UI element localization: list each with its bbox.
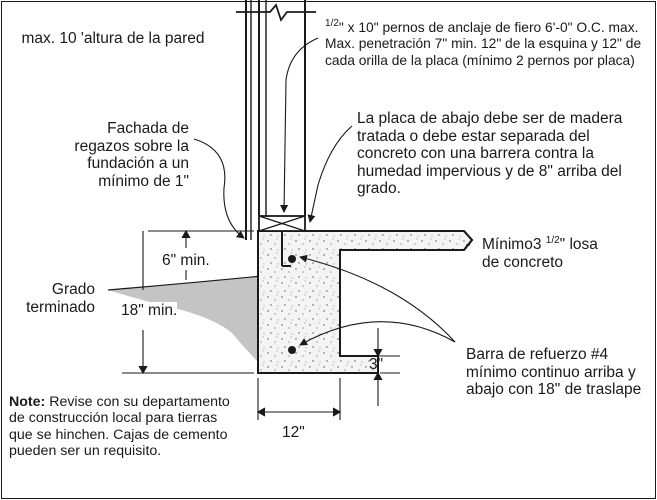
- rebar-bottom: [288, 346, 296, 354]
- dimension-depth: [122, 231, 254, 375]
- wall-height-label: max. 10 'altura de la pared: [21, 30, 205, 47]
- anchor-bolt-label: 1/2" x 10" pernos de anclaje de fiero 6'…: [325, 16, 645, 69]
- dimension-footing-height: [342, 328, 400, 406]
- slab-frac-num: 1: [545, 235, 552, 246]
- siding-lap-label: Fachada de regazos sobre la fundación a …: [74, 120, 189, 190]
- slab-label: Mínimo3 1/2" losa de concreto: [482, 232, 612, 271]
- finished-grade-soil: [108, 276, 262, 366]
- rebar-leader-bottom: [299, 321, 456, 346]
- rebar-leader-top: [299, 254, 456, 343]
- dim-above-grade-text: 6" min.: [162, 252, 210, 270]
- rebar-top: [288, 255, 296, 263]
- dim-footing-height-text: 3": [369, 356, 384, 373]
- note-title: Note:: [9, 394, 46, 410]
- dim-footing-width-text: 12": [282, 424, 305, 441]
- anchor-bolt-leader: [280, 37, 319, 213]
- dim-depth-text: 18" min.: [121, 302, 178, 320]
- note-text: Revise con su departamento de construcci…: [9, 394, 230, 460]
- rebar-label: Barra de refuerzo #4 mínimo continuo arr…: [466, 346, 642, 398]
- slab-break-mark: [463, 230, 474, 251]
- dimension-footing-width: [256, 378, 342, 420]
- anchor-bolt-text: " x 10" pernos de anclaje de fiero 6'-0"…: [325, 20, 642, 68]
- slab-label-suffix: " losa de concreto: [482, 236, 598, 271]
- anchor-bolt-frac-num: 1: [325, 18, 331, 29]
- slab-frac-den: /2: [551, 235, 560, 246]
- wall-break-line: [236, 3, 316, 22]
- wall-section: [245, 0, 306, 240]
- note-block: Note: Revise con su departamento de cons…: [9, 394, 241, 460]
- bottom-plate-leader: [307, 125, 353, 223]
- grade-label: Grado terminado: [26, 281, 95, 316]
- slab-label-prefix: Mínimo3: [482, 236, 546, 253]
- dimension-above-grade: [148, 229, 254, 280]
- anchor-bolt: [281, 231, 291, 267]
- siding-leader: [193, 138, 245, 239]
- anchor-bolt-frac-den: /2: [330, 18, 339, 29]
- finished-grade-line: [107, 275, 263, 291]
- bottom-plate-label: La placa de abajo debe ser de madera tra…: [357, 110, 623, 197]
